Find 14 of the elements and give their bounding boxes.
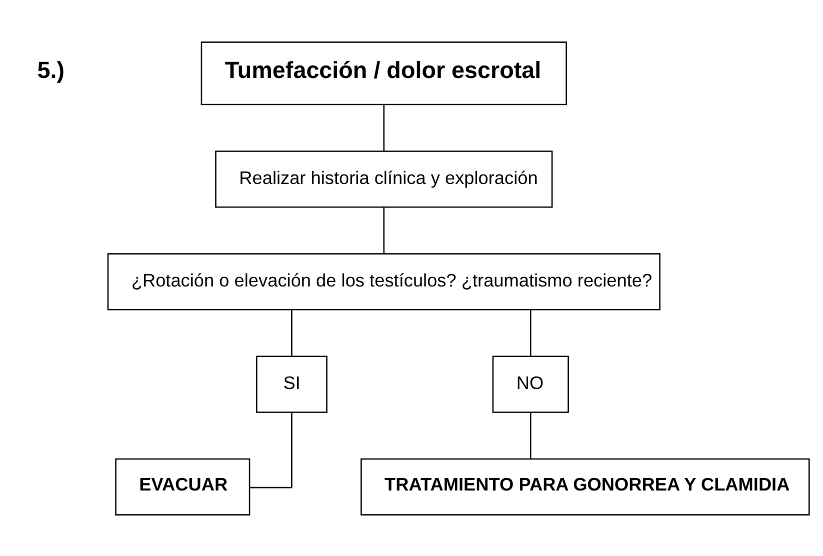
node-box: ¿Rotación o elevación de los testículos? ¿traumatismo reciente? [107, 252, 660, 310]
node-box: TRATAMIENTO PARA GONORREA Y CLAMIDIA [360, 458, 810, 515]
node-box: NO [492, 355, 569, 412]
connector [383, 206, 385, 254]
connector [383, 104, 385, 151]
node-box: Tumefacción / dolor escrotal [200, 41, 567, 105]
node-box: SI [256, 355, 328, 412]
connector [291, 309, 292, 356]
connector [530, 309, 532, 356]
node-box: Realizar historia clínica y exploración [215, 150, 553, 208]
node-box: EVACUAR [115, 458, 250, 515]
label: 5.) [37, 56, 65, 82]
connector [250, 412, 292, 488]
connector [530, 412, 532, 458]
